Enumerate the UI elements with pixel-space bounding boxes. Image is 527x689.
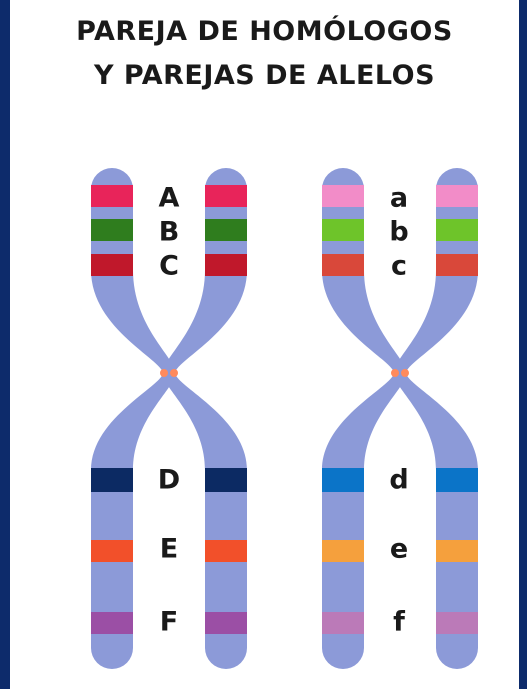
allele-band-A [205, 185, 247, 207]
allele-band-A [91, 185, 133, 207]
allele-band-D [91, 468, 133, 492]
allele-band-a [436, 185, 478, 207]
allele-label-F: F [160, 607, 178, 638]
centromere-dot [391, 369, 399, 377]
centromere-dot [401, 369, 409, 377]
allele-band-C [91, 254, 133, 276]
allele-band-f [322, 612, 364, 634]
homologous-pair-recessive: abc d e f [322, 168, 478, 669]
allele-label-B: B [159, 217, 180, 248]
allele-label-b: b [389, 217, 408, 248]
title-line-2: Y PAREJAS DE ALELOS [93, 60, 436, 91]
allele-band-B [205, 219, 247, 241]
title-line-1: PAREJA DE HOMÓLOGOS [76, 16, 453, 47]
allele-label-D: D [158, 465, 180, 496]
allele-band-e [322, 540, 364, 562]
allele-label-E: E [160, 534, 178, 565]
allele-band-e [436, 540, 478, 562]
allele-label-A: A [159, 183, 180, 214]
allele-band-a [322, 185, 364, 207]
allele-label-c: c [391, 251, 407, 282]
allele-label-e: e [390, 534, 408, 565]
allele-band-F [91, 612, 133, 634]
homologous-pair-dominant: ABC D E F [91, 168, 247, 669]
allele-band-b [436, 219, 478, 241]
centromere-dot [170, 369, 178, 377]
allele-band-E [91, 540, 133, 562]
allele-band-c [436, 254, 478, 276]
allele-label-f: f [393, 607, 405, 638]
allele-band-C [205, 254, 247, 276]
allele-band-c [322, 254, 364, 276]
allele-band-F [205, 612, 247, 634]
allele-band-E [205, 540, 247, 562]
allele-band-B [91, 219, 133, 241]
allele-band-b [322, 219, 364, 241]
allele-band-d [436, 468, 478, 492]
allele-label-C: C [159, 251, 179, 282]
centromere-dot [160, 369, 168, 377]
allele-label-a: a [390, 183, 408, 214]
allele-band-f [436, 612, 478, 634]
allele-band-D [205, 468, 247, 492]
allele-label-d: d [389, 465, 408, 496]
allele-band-d [322, 468, 364, 492]
